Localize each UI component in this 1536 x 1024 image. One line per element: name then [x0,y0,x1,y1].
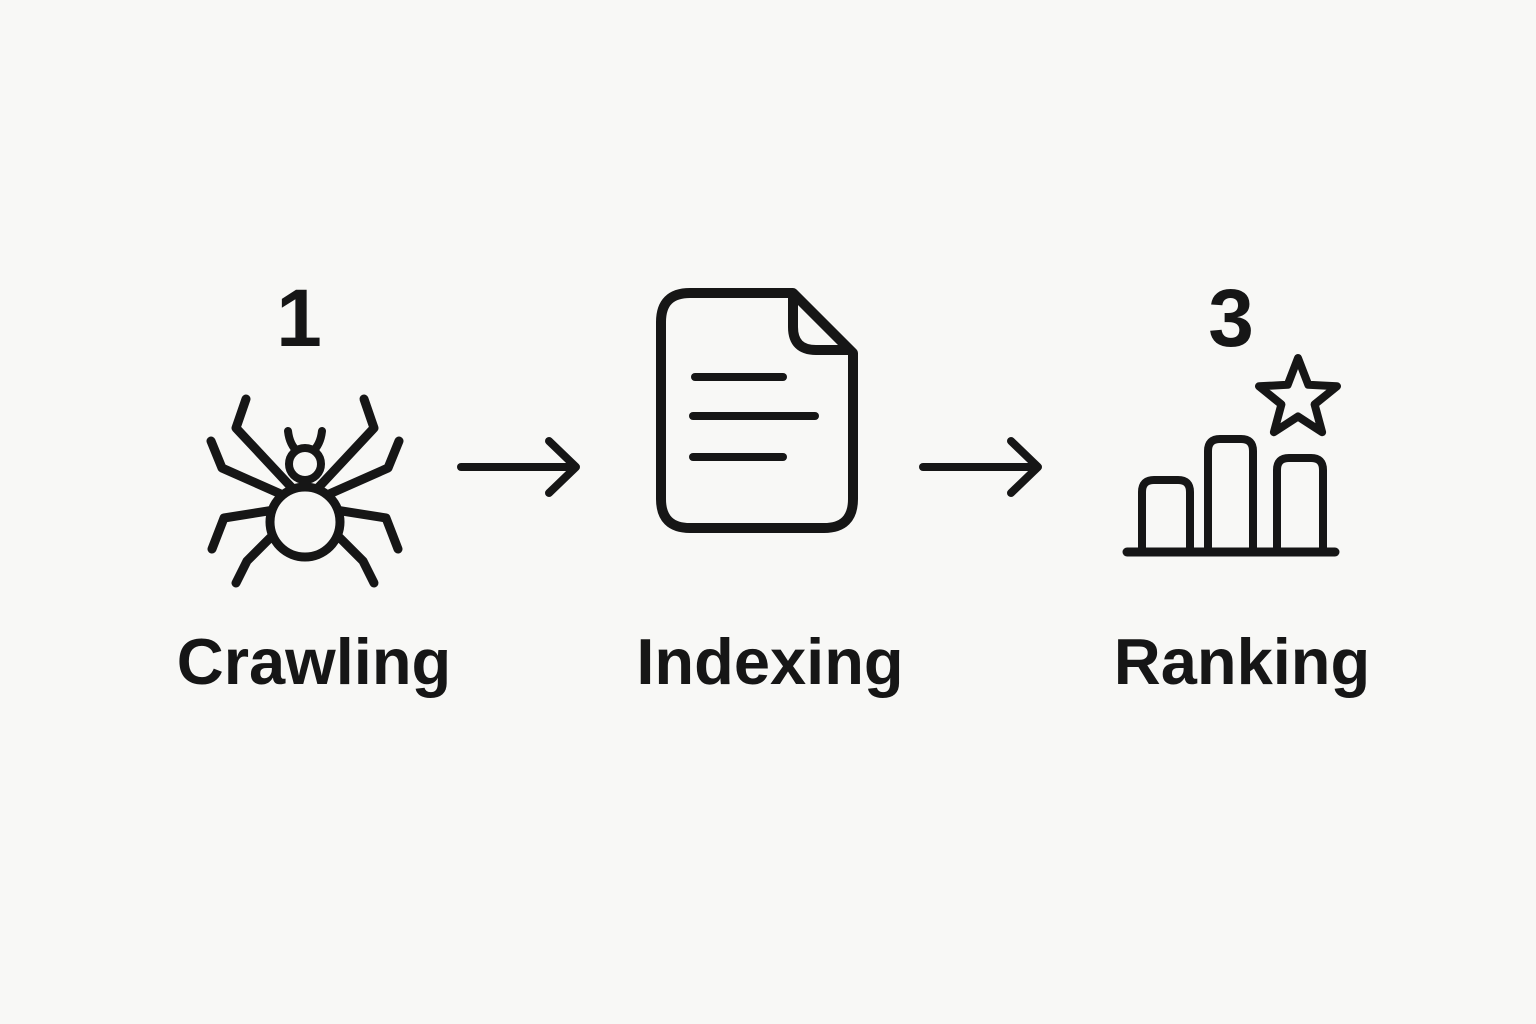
arrow-right-icon [919,437,1042,497]
step-number-1: 1 [276,273,322,364]
star-icon [1255,354,1341,437]
step-label-indexing: Indexing [636,625,904,698]
step-label-crawling: Crawling [176,625,452,698]
step-number-3: 3 [1208,273,1254,364]
ranking-bars-star-icon [1122,354,1341,557]
arrow-right-icon [457,437,580,497]
document-icon [656,288,858,533]
step-label-ranking: Ranking [1113,625,1371,698]
spider-icon [206,394,404,588]
